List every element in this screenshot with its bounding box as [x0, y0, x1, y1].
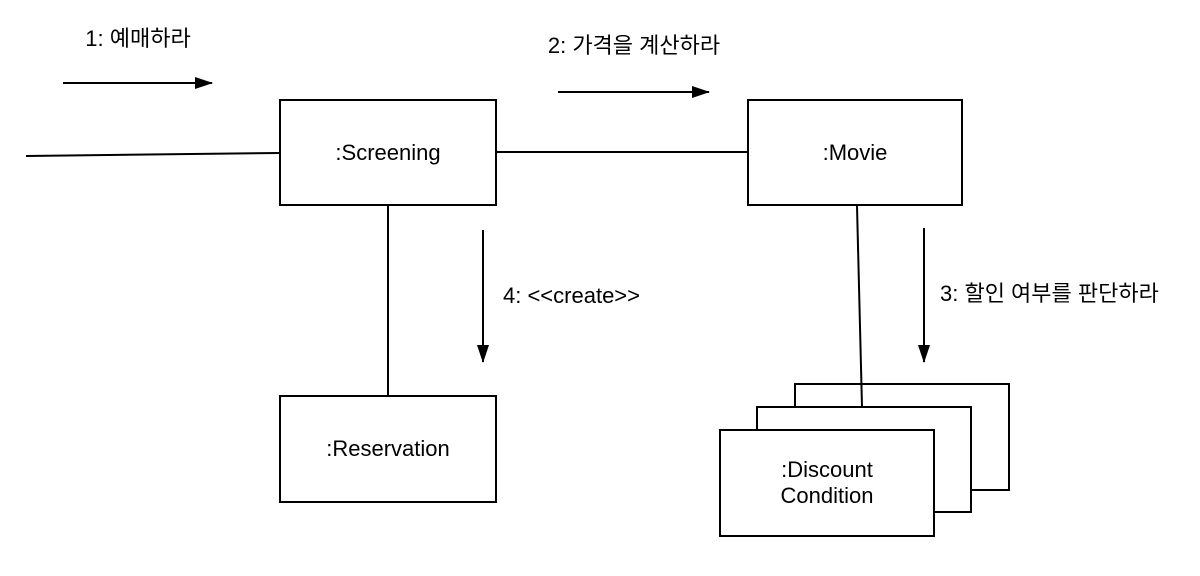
link-movie-to-discount-condition [856, 205, 863, 408]
object-label-discount-condition: :Discount Condition [780, 457, 874, 508]
object-label-screening: :Screening [335, 139, 441, 165]
object-box-screening: :Screening [279, 99, 497, 206]
message-label-3: 3: 할인 여부를 판단하라 [940, 281, 1159, 306]
object-label-movie: :Movie [822, 139, 888, 165]
link-actor-to-screening [25, 152, 280, 157]
message-label-4: 4: <<create>> [503, 283, 640, 308]
message-label-1: 1: 예매하라 [85, 26, 191, 51]
object-box-movie: :Movie [747, 99, 963, 206]
object-label-reservation: :Reservation [326, 436, 450, 461]
object-box-discount-condition: :Discount Condition [719, 429, 935, 537]
object-box-reservation: :Reservation [279, 395, 497, 503]
message-label-2: 2: 가격을 계산하라 [547, 33, 721, 58]
